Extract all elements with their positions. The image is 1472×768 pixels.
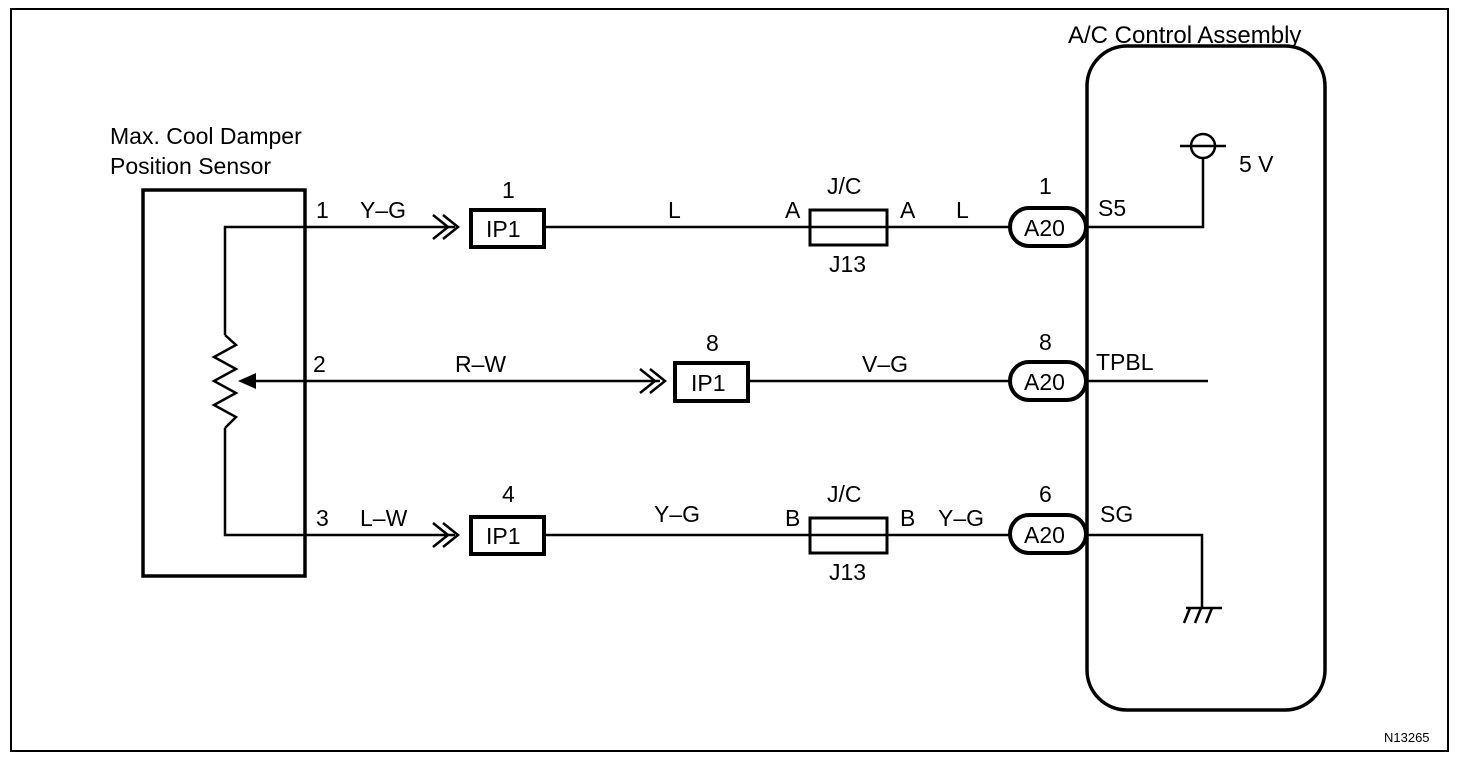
wire-row1-right-color: L <box>956 197 969 223</box>
sensor-pin-2: 2 <box>313 351 326 377</box>
ip-connector-1 <box>469 208 546 249</box>
wire-row3-mid-color: Y–G <box>654 501 700 527</box>
ground-icon <box>1182 606 1222 624</box>
a20-connector-1-pin: 1 <box>1039 173 1052 199</box>
power-supply-icon <box>1180 132 1226 160</box>
sensor-pin-3: 3 <box>316 505 329 531</box>
junction-2-top: J/C <box>827 481 862 507</box>
sensor-title-line2: Position Sensor <box>110 153 271 179</box>
junction-1-right-pin: A <box>900 197 916 223</box>
junction-2-right-pin: B <box>900 505 915 531</box>
ip-connector-2-label: IP1 <box>691 370 726 396</box>
ip-connector-3 <box>469 515 546 556</box>
ip-connector-3-label: IP1 <box>486 523 521 549</box>
junction-1-left-pin: A <box>785 197 801 223</box>
wire-row1-left-color: Y–G <box>360 197 406 223</box>
a20-connector-3-pin: 6 <box>1039 481 1052 507</box>
a20-connector-1-label: A20 <box>1024 215 1065 241</box>
connector-chevron-icon <box>639 368 668 394</box>
ip-connector-3-pin: 4 <box>502 481 515 507</box>
junction-1-bottom: J13 <box>829 251 866 277</box>
terminal-s5: S5 <box>1098 195 1126 221</box>
wire-row1-mid-color: L <box>668 197 681 223</box>
wire-row2-left-color: R–W <box>455 351 506 377</box>
ip-connector-1-label: IP1 <box>486 216 521 242</box>
junction-1-top: J/C <box>827 173 862 199</box>
figure-id: N13265 <box>1384 730 1430 745</box>
sensor-title-line1: Max. Cool Damper <box>110 123 302 149</box>
a20-connector-2-pin: 8 <box>1039 329 1052 355</box>
junction-2-bottom: J13 <box>829 559 866 585</box>
ip-connector-2-pin: 8 <box>706 330 719 356</box>
connector-chevron-icon <box>432 214 461 240</box>
wire-s5 <box>1086 158 1205 229</box>
terminal-tpbl: TPBL <box>1096 349 1154 375</box>
terminal-sg: SG <box>1100 501 1133 527</box>
a20-connector-3-label: A20 <box>1024 522 1065 548</box>
wire-row2-right-color: V–G <box>862 351 908 377</box>
a20-connector-2-label: A20 <box>1024 369 1065 395</box>
ip-connector-1-pin: 1 <box>502 177 515 203</box>
variable-resistor-icon <box>211 225 305 537</box>
wire-sg <box>1086 533 1204 608</box>
sensor-pin-1: 1 <box>316 197 329 223</box>
connector-chevron-icon <box>432 522 461 548</box>
ac-unit-box <box>1085 44 1327 712</box>
supply-voltage: 5 V <box>1239 151 1274 177</box>
diagram-frame <box>10 8 1449 752</box>
junction-2-left-pin: B <box>785 505 800 531</box>
wire-row3-left-color: L–W <box>360 505 408 531</box>
wire-row3-right-color: Y–G <box>938 505 984 531</box>
